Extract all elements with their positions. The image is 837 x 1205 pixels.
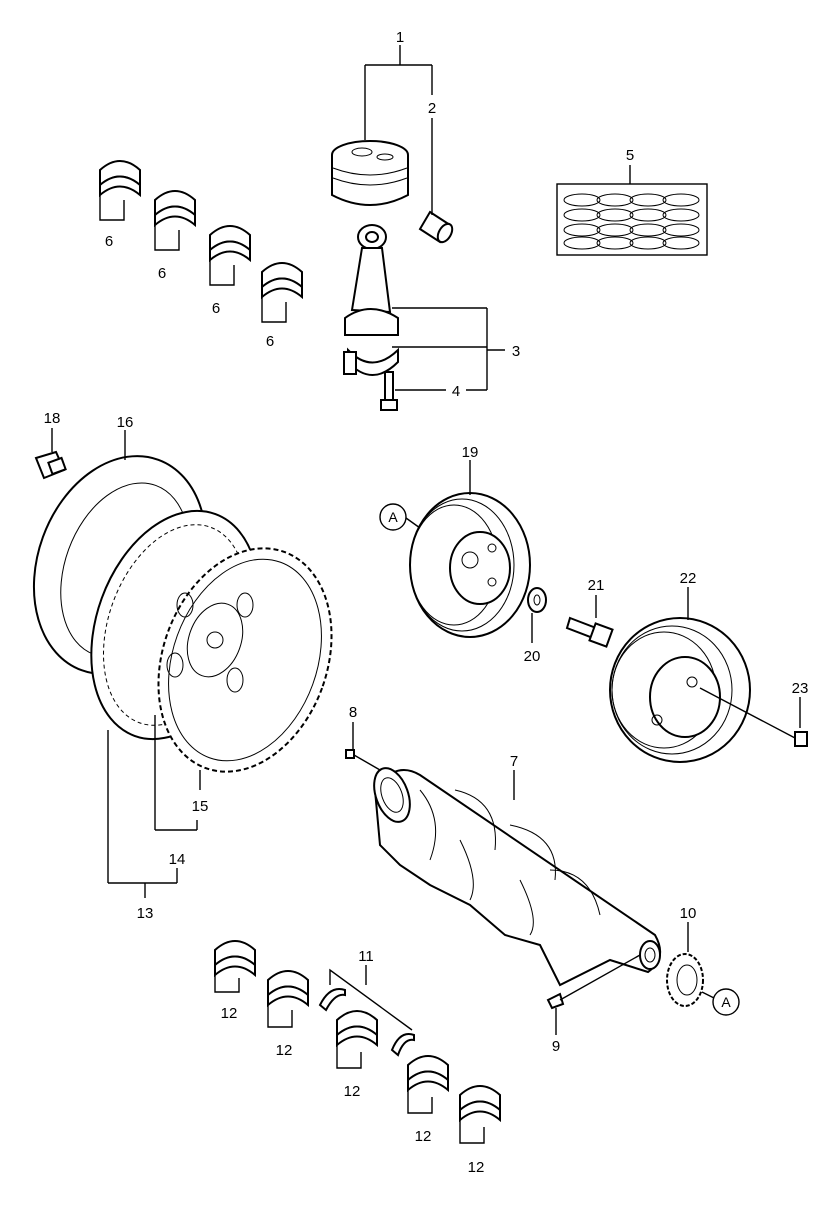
conrod-bearing-cap xyxy=(343,347,399,376)
connecting-rod xyxy=(344,224,399,336)
part-number-label: 9 xyxy=(552,1038,560,1055)
woodruff-key xyxy=(546,954,641,1010)
piston xyxy=(331,140,409,206)
ref-label: A xyxy=(721,994,731,1010)
ref-label: A xyxy=(388,509,398,525)
part-number-label: 6 xyxy=(212,300,220,317)
crank-pin xyxy=(345,749,381,771)
crank-pulley xyxy=(609,617,751,763)
piston-pin xyxy=(418,210,454,244)
pulley-bolt xyxy=(565,616,614,648)
thrust-washers xyxy=(318,965,415,1057)
part-number-label: 11 xyxy=(358,948,374,965)
part-number-label: 18 xyxy=(44,410,61,427)
lower-bearings xyxy=(214,940,501,1144)
flywheel-leaders xyxy=(51,428,201,898)
part-number-label: 14 xyxy=(169,851,186,868)
part-number-label: 21 xyxy=(588,577,605,594)
part-number-label: 16 xyxy=(117,414,134,431)
conrod-bolt xyxy=(380,371,398,411)
part-number-label: 6 xyxy=(105,233,113,250)
part-number-label: 6 xyxy=(266,333,274,350)
part-number-label: 7 xyxy=(510,753,518,770)
part-number-label: 8 xyxy=(349,704,357,721)
part-number-label: 5 xyxy=(626,147,634,164)
part-number-label: 20 xyxy=(524,648,541,665)
part-number-label: 13 xyxy=(137,905,154,922)
part-number-label: 4 xyxy=(452,383,460,400)
part-number-label: 12 xyxy=(468,1159,485,1176)
flywheel-bolt xyxy=(34,450,67,480)
pulley-washer xyxy=(527,587,547,613)
part-number-label: 3 xyxy=(512,343,520,360)
crank-pulley-bolt xyxy=(699,687,808,747)
part-number-label: 12 xyxy=(344,1083,361,1100)
crank-leaders xyxy=(352,722,715,1035)
damper-pulley xyxy=(409,492,531,638)
part-number-label: 6 xyxy=(158,265,166,282)
piston-ring-set xyxy=(556,183,708,256)
crankshaft xyxy=(373,767,662,987)
part-number-label: 12 xyxy=(221,1005,238,1022)
ring-gear xyxy=(157,547,333,773)
timing-sprocket xyxy=(666,953,704,1007)
part-number-label: 10 xyxy=(680,905,697,922)
part-number-label: 12 xyxy=(415,1128,432,1145)
part-number-label: 2 xyxy=(428,100,436,117)
pulley-leaders xyxy=(405,460,801,728)
part-number-label: 22 xyxy=(680,570,697,587)
upper-bearings xyxy=(99,160,303,323)
part-number-label: 19 xyxy=(462,444,479,461)
piston-leaders xyxy=(364,45,631,391)
part-number-label: 23 xyxy=(792,680,809,697)
part-number-label: 1 xyxy=(396,29,404,46)
ref-circle xyxy=(379,503,407,531)
part-number-label: 12 xyxy=(276,1042,293,1059)
part-number-label: 15 xyxy=(192,798,209,815)
ref-circle xyxy=(712,988,740,1016)
